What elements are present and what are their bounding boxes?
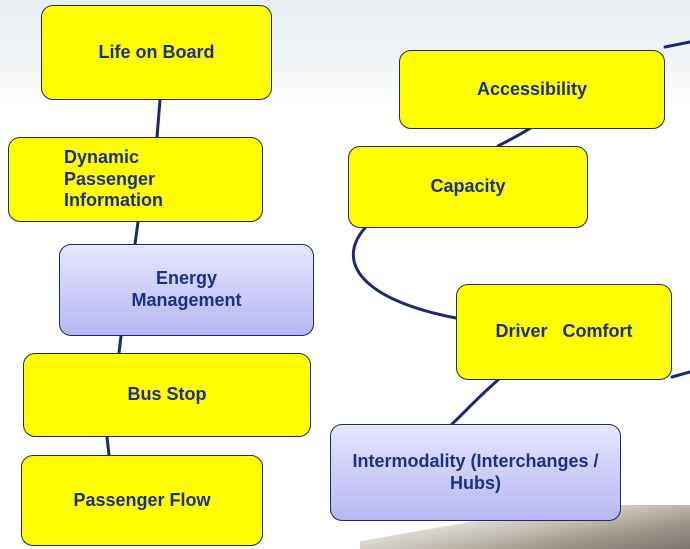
node-life-on-board[interactable]: Life on Board [41,5,272,100]
node-accessibility[interactable]: Accessibility [399,50,665,129]
node-label: Accessibility [476,78,588,99]
node-driver-comfort[interactable]: Driver Comfort [456,284,672,380]
node-label: Driver Comfort [495,321,633,342]
node-label: Energy Management [131,268,242,310]
link-life-dynamic [155,98,162,139]
node-energy-management[interactable]: Energy Management [59,244,314,336]
node-label: Life on Board [98,41,215,62]
node-intermodality[interactable]: Intermodality (Interchanges / Hubs) [330,424,621,521]
node-label: Capacity [430,176,506,197]
node-label: Dynamic Passenger Information [64,147,163,211]
link-energy-busstop [117,334,123,355]
link-capacity-driver [351,226,458,320]
link-busstop-passengerflow [105,435,111,457]
node-dynamic-passenger-information[interactable]: Dynamic Passenger Information [8,137,263,222]
node-label: Intermodality (Interchanges / Hubs) [352,450,599,493]
node-capacity[interactable]: Capacity [348,146,588,228]
link-accessibility-right [663,40,690,49]
link-dynamic-energy [133,220,140,246]
node-label: Bus Stop [127,384,207,405]
link-driver-right [670,370,690,379]
node-passenger-flow[interactable]: Passenger Flow [21,455,263,546]
link-driver-intermodality [450,378,500,426]
node-label: Passenger Flow [73,489,211,510]
node-bus-stop[interactable]: Bus Stop [23,353,311,437]
